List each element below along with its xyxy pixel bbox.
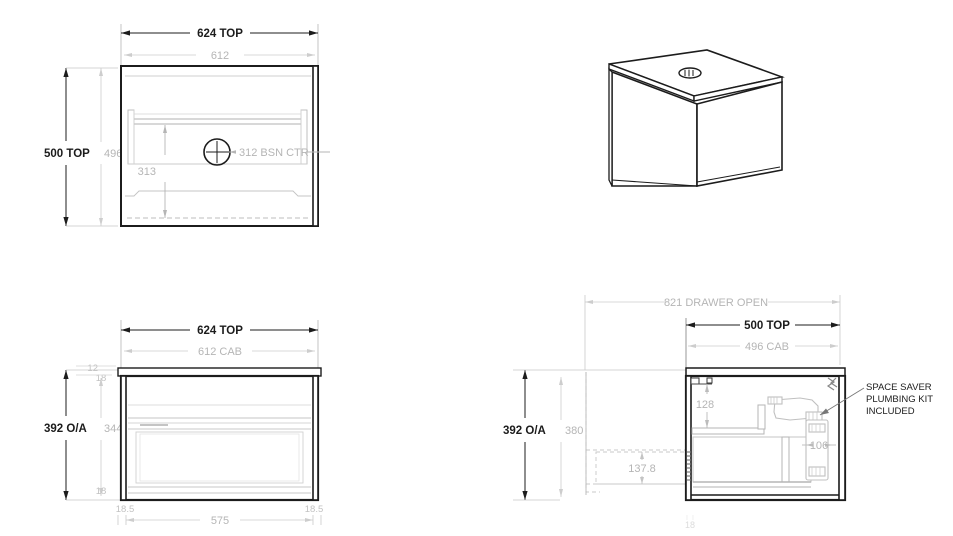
side-view-dim-137-8: 137.8	[628, 452, 656, 484]
dim-label-821-drawer-open: 821 DRAWER OPEN	[664, 297, 768, 309]
dim-label-18-upper: 18	[96, 373, 107, 384]
dim-label-312-bsn-ctr: 312 BSN CTR	[239, 147, 309, 159]
dim-label-496: 496	[104, 148, 122, 160]
top-view-right-edge	[312, 65, 319, 227]
plumbing-kit-trap-hatch	[811, 424, 821, 476]
dim-label-392-oa-side: 392 O/A	[503, 425, 546, 437]
side-view-upper-drawer	[691, 404, 766, 435]
iso-basin-waste-icon	[678, 67, 702, 79]
top-view-front-apron	[125, 190, 311, 197]
dim-label-137-8: 137.8	[628, 463, 656, 475]
dim-label-18-lower: 18	[96, 486, 107, 497]
side-view-dim-821: 821 DRAWER OPEN	[584, 295, 841, 370]
top-view-dim-500: 500 TOP	[44, 68, 90, 226]
top-view-dim-313: 313	[138, 125, 167, 218]
iso-view-group	[608, 49, 785, 187]
annotation-line-2: PLUMBING KIT	[866, 394, 933, 405]
front-view-dim-612-cab: 612 CAB	[124, 346, 315, 358]
front-view-dim-575: 575	[117, 515, 322, 527]
front-view-right-side	[312, 375, 319, 501]
dim-label-313: 313	[138, 166, 156, 178]
front-view-left-side	[120, 375, 127, 501]
plumbing-kit-waste-pipe	[767, 396, 823, 423]
iso-right-side-panel	[696, 80, 783, 187]
side-view-bottom-ticks	[686, 515, 694, 520]
top-view-drawer-rails	[127, 109, 308, 165]
dim-label-106: 106	[810, 440, 828, 452]
side-view-dim-380: 380	[559, 377, 583, 497]
side-view-group: 821 DRAWER OPEN 500 TOP 496 CAB	[503, 295, 933, 530]
front-view-extension-lines	[120, 320, 319, 370]
front-view-drawer-detail	[128, 404, 311, 494]
top-view-extension-lines	[120, 24, 319, 68]
annotation-line-1: SPACE SAVER	[866, 382, 932, 393]
dim-label-612: 612	[211, 50, 229, 62]
top-view-outer-body	[120, 65, 319, 227]
top-view-group: 624 TOP 612 500 TOP	[44, 24, 330, 227]
dim-label-380: 380	[565, 425, 583, 437]
annotation-line-3: INCLUDED	[866, 406, 915, 417]
side-view-top-slab	[685, 367, 846, 377]
dim-label-624-top-front: 624 TOP	[197, 325, 243, 337]
iso-bottom-line	[611, 179, 698, 187]
dim-label-128: 128	[696, 399, 714, 411]
dim-label-612-cab: 612 CAB	[198, 346, 242, 358]
front-view-carcass	[119, 374, 320, 502]
front-view-top-slab	[117, 367, 322, 377]
dim-label-344: 344	[104, 423, 122, 435]
dim-label-18-5-left: 18.5	[116, 504, 135, 515]
front-view-dim-392: 392 O/A	[44, 370, 87, 500]
iso-bottom-right-line	[696, 166, 781, 183]
side-view-wall-bracket-icon	[826, 377, 838, 391]
plumbing-kit-leader-arrow	[820, 408, 829, 415]
side-view-drawer-runner-ticks	[687, 451, 691, 481]
plumbing-kit-trap-body	[805, 419, 829, 481]
dim-label-18-bottom: 18	[685, 520, 695, 530]
side-view-front-panel	[685, 375, 692, 501]
dim-label-575: 575	[211, 515, 229, 527]
dim-label-496-cab: 496 CAB	[745, 341, 789, 353]
dim-label-624-top: 624 TOP	[197, 28, 243, 40]
dim-label-18-5-right: 18.5	[305, 504, 324, 515]
side-view-back-panel	[838, 375, 846, 501]
side-view-dim-500-top: 500 TOP	[685, 318, 840, 370]
top-view-dim-496: 496	[99, 68, 122, 226]
side-view-dim-128: 128	[696, 384, 714, 428]
dim-label-12: 12	[87, 363, 98, 374]
iso-left-edge	[608, 67, 613, 187]
side-view-dim-496-cab: 496 CAB	[688, 341, 838, 353]
side-view-top-hardware	[690, 377, 713, 385]
top-view-dim-312: 312 BSN CTR	[229, 147, 330, 159]
dim-label-500-top: 500 TOP	[44, 148, 90, 160]
side-view-dim-392: 392 O/A	[503, 370, 546, 500]
dim-label-500-top-side: 500 TOP	[744, 320, 790, 332]
front-view-dim-624: 624 TOP	[121, 325, 318, 337]
front-view-group: 624 TOP 612 CAB 392 O/A	[44, 320, 323, 527]
front-view-dim-344: 344	[99, 378, 122, 496]
side-view-dim-106: 106	[802, 440, 836, 452]
top-view-dim-612: 612	[124, 50, 315, 62]
dim-label-392-oa-front: 392 O/A	[44, 423, 87, 435]
top-view-dim-624: 624 TOP	[121, 28, 318, 40]
